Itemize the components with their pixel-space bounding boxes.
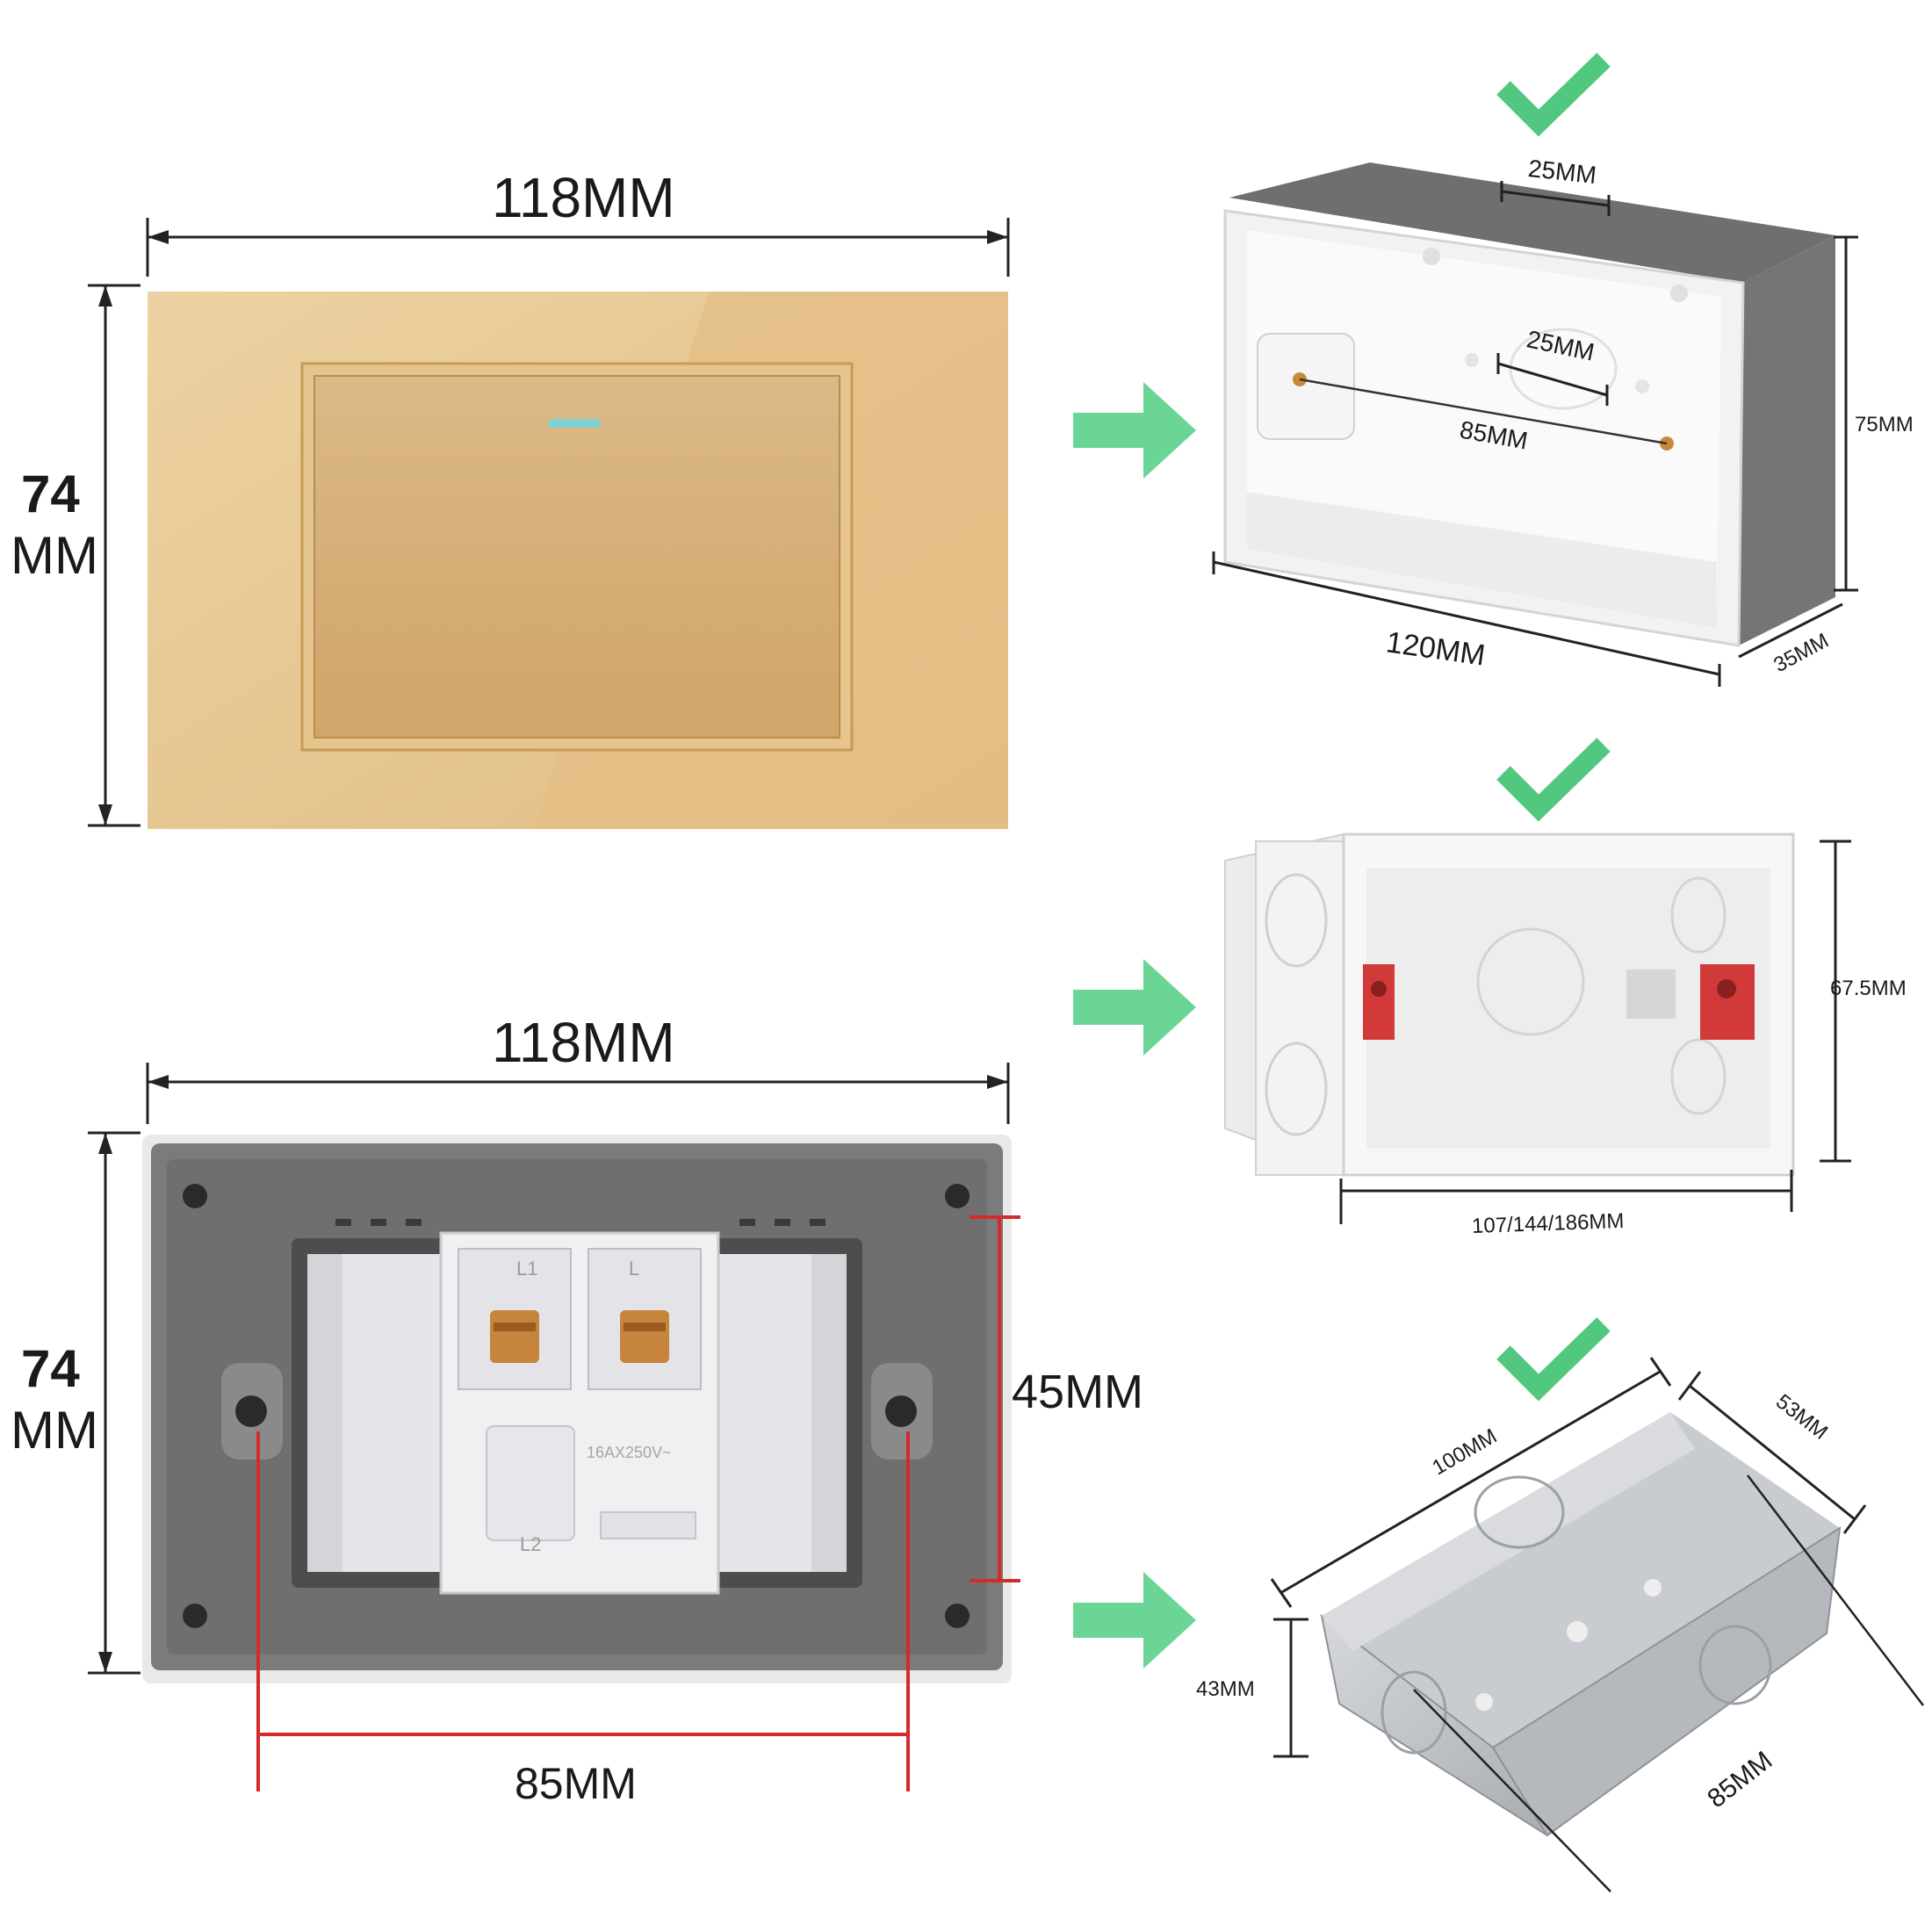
right-arrow-icon	[1073, 959, 1196, 1056]
module-height-label: 45MM	[1012, 1366, 1144, 1418]
right-arrow-icon	[1073, 1572, 1196, 1669]
switch-height-label-unit: MM	[11, 526, 98, 585]
back-plate-height-label-number: 74	[21, 1339, 80, 1398]
checkmark-icon	[1496, 53, 1611, 137]
back-plate-width-label: 118MM	[492, 1011, 675, 1074]
terminal-label-l2: L2	[520, 1533, 542, 1555]
switch-width-label: 118MM	[492, 166, 675, 229]
indicator-light	[548, 419, 601, 428]
metal-height-label: 43MM	[1196, 1677, 1255, 1701]
back-plate-height-label-unit: MM	[11, 1401, 98, 1460]
checkmark-icon	[1496, 1317, 1611, 1402]
pvc-height-label: 75MM	[1855, 413, 1914, 436]
terminal-label-l1: L1	[516, 1258, 538, 1280]
gold-switch-plate	[148, 292, 1008, 829]
switch-height-label-number: 74	[21, 465, 80, 523]
terminal-label-l: L	[629, 1258, 640, 1280]
screw-spacing-label: 85MM	[515, 1759, 637, 1808]
right-arrow-icon	[1073, 382, 1196, 479]
rating-text: 16AX250V~	[587, 1444, 672, 1461]
checkmark-icon	[1496, 738, 1611, 822]
back-plate-illustration	[142, 1135, 1012, 1683]
modular-height-label: 67.5MM	[1830, 977, 1907, 1000]
